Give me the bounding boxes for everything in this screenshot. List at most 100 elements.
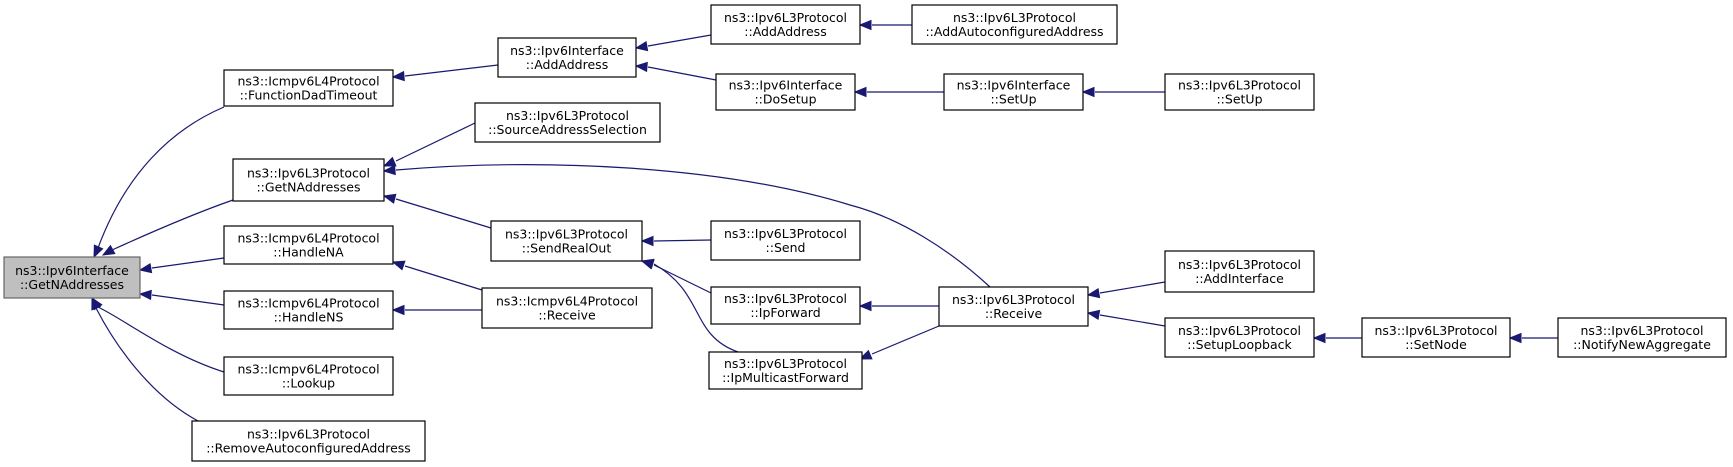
node-method-label: ::Receive [985,306,1043,321]
node-box [710,220,861,261]
edge-line [97,106,225,249]
node-method-label: ::Send [766,240,806,255]
node-method-label: ::AddAddress [526,57,608,72]
call-edge-l3aa-iaa [634,34,712,52]
node-namespace-label: ns3::Ipv6Interface [15,263,129,278]
call-edge-sas-gna [382,122,476,167]
edge-line [1099,281,1166,294]
edge-line [97,306,225,373]
node-method-label: ::Receive [538,308,596,323]
node-method-label: ::SetUp [990,92,1036,107]
node-method-label: ::HandleNS [274,310,344,325]
node-send[interactable]: ns3::Ipv6L3Protocol::Send [710,220,861,261]
node-namespace-label: ns3::Ipv6L3Protocol [505,227,628,242]
call-edge-hna-root [138,257,225,274]
call-edge-ids-iaa [634,61,717,81]
edge-line [95,307,199,422]
node-method-label: ::SourceAddressSelection [488,122,647,137]
node-hna[interactable]: ns3::Icmpv6L4Protocol::HandleNA [223,225,394,265]
arrowhead-icon [138,289,152,301]
node-root[interactable]: ns3::Ipv6Interface::GetNAddresses [3,256,141,299]
node-aaa[interactable]: ns3::Ipv6L3Protocol::AddAutoconfiguredAd… [911,4,1118,45]
edge-line [111,199,234,251]
edge-line [871,325,940,355]
node-namespace-label: ns3::Icmpv6L4Protocol [237,74,379,89]
node-namespace-label: ns3::Ipv6L3Protocol [1374,323,1497,338]
call-edges [91,19,1558,422]
call-edge-aaa-l3aa [858,19,912,31]
call-edge-recv-ipf [858,300,939,312]
node-box [191,420,426,462]
arrowhead-icon [1081,86,1095,98]
function-nodes: ns3::Ipv6Interface::GetNAddressesns3::Ic… [3,4,1727,462]
node-lookup[interactable]: ns3::Icmpv6L4Protocol::Lookup [223,356,394,396]
node-box [497,37,637,78]
edge-line [404,265,483,291]
node-namespace-label: ns3::Ipv6L3Protocol [724,226,847,241]
node-namespace-label: ns3::Ipv6L3Protocol [1178,257,1301,272]
node-lsu[interactable]: ns3::Ipv6L3Protocol::SetUp [1164,73,1315,111]
node-box [223,225,394,265]
arrowhead-icon [858,349,873,360]
node-irc[interactable]: ns3::Icmpv6L4Protocol::Receive [481,287,653,329]
node-namespace-label: ns3::Ipv6Interface [729,78,843,93]
node-imf[interactable]: ns3::Ipv6L3Protocol::IpMulticastForward [708,351,863,390]
arrowhead-icon [1508,332,1522,344]
arrowhead-icon [634,61,648,73]
node-box [481,287,653,329]
node-fdt[interactable]: ns3::Icmpv6L4Protocol::FunctionDadTimeou… [223,69,394,107]
node-box [3,256,141,299]
node-recv[interactable]: ns3::Ipv6L3Protocol::Receive [938,286,1089,327]
arrowhead-icon [853,86,867,98]
edge-line [151,257,225,269]
edge-line [647,34,712,47]
node-method-label: ::SetUp [1216,92,1262,107]
node-isu[interactable]: ns3::Ipv6Interface::SetUp [943,73,1084,111]
node-slb[interactable]: ns3::Ipv6L3Protocol::SetupLoopback [1164,317,1315,358]
node-sas[interactable]: ns3::Ipv6L3Protocol::SourceAddressSelect… [474,102,661,143]
node-box [490,220,643,262]
node-namespace-label: ns3::Ipv6L3Protocol [952,292,1075,307]
node-sro[interactable]: ns3::Ipv6L3Protocol::SendRealOut [490,220,643,262]
node-nna[interactable]: ns3::Ipv6L3Protocol::NotifyNewAggregate [1557,317,1727,358]
node-namespace-label: ns3::Icmpv6L4Protocol [237,296,379,311]
call-edge-ai-recv [1086,281,1166,299]
node-rac[interactable]: ns3::Ipv6L3Protocol::RemoveAutoconfigure… [191,420,426,462]
node-method-label: ::HandleNA [273,245,344,260]
node-l3aa[interactable]: ns3::Ipv6L3Protocol::AddAddress [710,4,861,45]
node-namespace-label: ns3::Ipv6L3Protocol [506,108,629,123]
node-ipf[interactable]: ns3::Ipv6L3Protocol::IpForward [710,286,861,325]
node-hns[interactable]: ns3::Icmpv6L4Protocol::HandleNS [223,290,394,330]
node-ids[interactable]: ns3::Ipv6Interface::DoSetup [715,73,856,111]
arrowhead-icon [138,262,153,274]
node-namespace-label: ns3::Ipv6L3Protocol [724,356,847,371]
arrowhead-icon [382,164,396,176]
edge-line [404,64,499,77]
node-namespace-label: ns3::Icmpv6L4Protocol [237,362,379,377]
node-iaa[interactable]: ns3::Ipv6Interface::AddAddress [497,37,637,78]
call-edge-slb-recv [1086,309,1166,327]
node-sn[interactable]: ns3::Ipv6L3Protocol::SetNode [1361,317,1511,358]
call-edge-send-sro [640,235,712,247]
edge-line [395,122,476,162]
node-namespace-label: ns3::Ipv6L3Protocol [953,10,1076,25]
node-method-label: ::RemoveAutoconfiguredAddress [206,441,411,456]
node-namespace-label: ns3::Ipv6L3Protocol [247,166,370,181]
node-method-label: ::NotifyNewAggregate [1573,337,1711,352]
node-gna[interactable]: ns3::Ipv6L3Protocol::GetNAddresses [232,158,385,202]
call-edge-fdt-root [93,106,225,259]
node-box [715,73,856,111]
call-edge-isu-ids [853,86,944,98]
call-edge-nna-sn [1508,332,1558,344]
call-edge-hns-root [138,289,225,306]
node-namespace-label: ns3::Ipv6L3Protocol [1178,78,1301,93]
node-box [232,158,385,202]
edge-line [653,263,739,353]
node-ai[interactable]: ns3::Ipv6L3Protocol::AddInterface [1164,250,1315,293]
arrowhead-icon [858,300,872,312]
call-edge-recv-gna [382,164,991,288]
node-method-label: ::AddAutoconfiguredAddress [925,24,1103,39]
edge-line [653,239,712,242]
node-box [1164,317,1315,358]
